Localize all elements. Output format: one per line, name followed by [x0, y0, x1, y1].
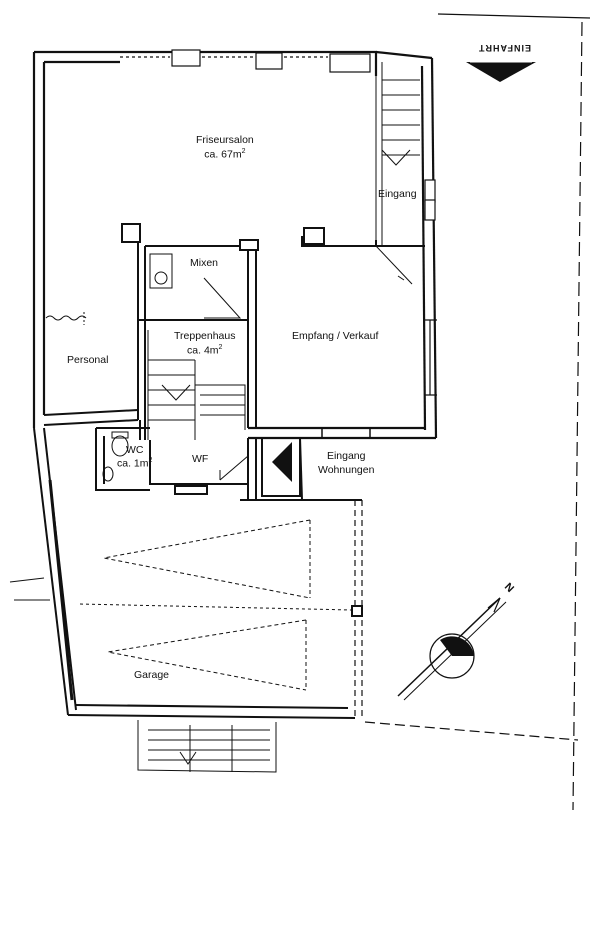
- label-garage: Garage: [134, 669, 170, 681]
- sink-icon: [149, 253, 173, 289]
- windows-top: [120, 49, 371, 73]
- toilet-icon: [102, 431, 129, 482]
- wc-name: WC: [125, 444, 144, 456]
- property-line-bottom: [364, 721, 579, 741]
- entrance-stairs: [375, 62, 420, 246]
- label-empfang: Empfang / Verkauf: [292, 330, 379, 342]
- property-line-right: [572, 21, 583, 811]
- treppenhaus-name: Treppenhaus: [174, 330, 236, 342]
- wohnungen-entrance-arrow: [272, 442, 292, 482]
- label-personal: Personal: [67, 354, 109, 366]
- mixen-door-swing: [203, 277, 242, 319]
- friseursalon-name: Friseursalon: [196, 134, 254, 146]
- interior-walls: [43, 223, 425, 440]
- outer-walls: [32, 50, 438, 440]
- wohnungen-entrance: [261, 437, 303, 501]
- treppenhaus-stairs: [147, 330, 246, 440]
- property-line-top: [437, 13, 591, 19]
- property-line-left: [9, 577, 50, 601]
- personal-wave: [45, 315, 87, 321]
- label-treppenhaus: Treppenhaus ca. 4m2: [174, 329, 236, 358]
- windows-right: [424, 179, 437, 396]
- label-eingang-wohnungen: Eingang Wohnungen: [318, 449, 374, 477]
- garage-walls: [33, 427, 363, 719]
- label-wc: WC ca. 1m2: [117, 444, 152, 470]
- car-outline: [103, 519, 311, 691]
- wc-area: ca. 1m2: [117, 456, 153, 470]
- label-friseursalon: Friseursalon ca. 67m2: [196, 133, 254, 162]
- eingang-wohnungen-line2: Wohnungen: [318, 464, 375, 477]
- wc-walls: [95, 427, 300, 501]
- label-eingang: Eingang: [378, 188, 417, 200]
- empfang-door-swing: [375, 245, 413, 285]
- garage-left-wall: [48, 479, 74, 701]
- friseursalon-area: ca. 67m2: [204, 148, 246, 161]
- treppenhaus-area: ca. 4m2: [187, 344, 223, 357]
- eingang-wohnungen-line1: Eingang: [326, 450, 366, 462]
- label-mixen: Mixen: [190, 257, 219, 269]
- exterior-stairs: [137, 720, 277, 773]
- empfang-opening: [321, 428, 371, 438]
- label-wf: WF: [192, 453, 209, 465]
- wf-door-swing: [219, 455, 249, 481]
- entrance-direction-arrow: [466, 62, 536, 82]
- entrance-marker-text: EINFAHRT: [478, 43, 531, 53]
- north-arrow-icon: [397, 597, 507, 701]
